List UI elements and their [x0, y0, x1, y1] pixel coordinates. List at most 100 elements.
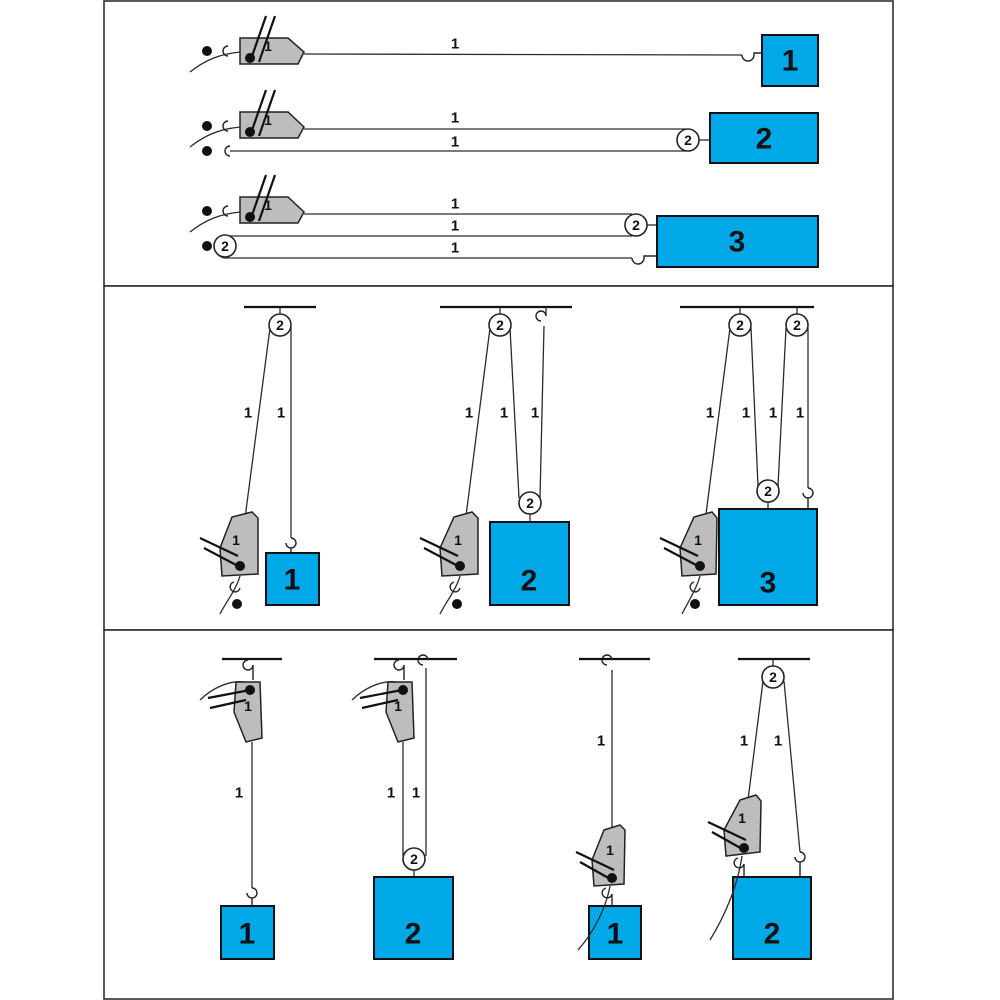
hoist-label: 1	[244, 698, 252, 714]
hoist-lever	[575, 851, 615, 871]
hoist-pivot	[245, 53, 255, 63]
hoist-label: 1	[454, 532, 462, 548]
overhead-config-3: 2 2 2 1 1 1 1 1 3	[659, 305, 818, 615]
hoist-pivot	[398, 685, 408, 695]
strand-label: 1	[742, 405, 750, 422]
hoist-lever	[209, 698, 247, 710]
anchor-icon	[202, 121, 212, 131]
svg-text:2: 2	[632, 217, 640, 233]
tail-rope	[439, 575, 461, 615]
hook-icon	[535, 310, 547, 322]
hoist-lever	[659, 537, 699, 557]
hoist-lever	[663, 547, 699, 567]
hoist-icon	[385, 681, 415, 743]
hoist-label: 1	[264, 112, 272, 128]
pulley-icon: 2	[761, 665, 785, 689]
pulley-icon: 2	[268, 313, 292, 337]
hook-icon	[393, 659, 405, 680]
strand-label: 1	[244, 405, 252, 422]
tail-rope	[219, 575, 241, 615]
pulley-icon: 2	[785, 313, 809, 337]
hoist-lever	[257, 174, 277, 222]
hoist-lever	[711, 831, 745, 851]
hoist-pivot	[235, 561, 245, 571]
strand-label: 1	[796, 405, 804, 422]
pulley-icon: 2	[756, 479, 780, 503]
svg-text:2: 2	[221, 238, 229, 254]
hook-icon	[242, 659, 254, 680]
hoist-label: 1	[606, 842, 614, 858]
suspended-config-2: 1 2 1 1 2	[351, 654, 457, 960]
pulley-icon: 2	[676, 128, 700, 152]
strand-label: 1	[412, 785, 420, 802]
load-block: 3	[718, 508, 818, 606]
strand-label: 1	[465, 405, 473, 422]
hoist-lever	[359, 688, 403, 700]
horizontal-config-3: 1 2 2 1 1 1 3	[189, 174, 819, 268]
rope-strand	[750, 327, 759, 487]
hoist-label: 1	[694, 532, 702, 548]
strand-label: 1	[500, 405, 508, 422]
load-label: 2	[521, 565, 538, 598]
hoist-pivot	[739, 843, 749, 853]
rope-strand	[747, 680, 764, 801]
tail-rope	[709, 855, 743, 941]
hook-icon	[222, 120, 229, 132]
strand-label: 1	[774, 733, 782, 750]
hoist-pivot	[455, 561, 465, 571]
svg-text:2: 2	[526, 495, 534, 511]
load-label: 3	[729, 226, 746, 259]
strand-label: 1	[451, 196, 459, 213]
strand-label: 1	[451, 218, 459, 235]
anchor-icon	[202, 46, 212, 56]
hoist-lever	[707, 821, 747, 841]
hoist-lever	[579, 861, 613, 881]
hoist-lever	[203, 547, 239, 567]
tail-rope	[189, 51, 241, 73]
hoist-label: 1	[232, 532, 240, 548]
strand-label: 1	[531, 405, 539, 422]
pulley-icon: 2	[488, 313, 512, 337]
hoist-lever	[361, 698, 399, 710]
hook-icon	[802, 487, 814, 509]
hook-icon	[222, 45, 229, 57]
hoist-lever	[419, 537, 459, 557]
rope-strand	[539, 325, 545, 499]
rope-strand	[783, 680, 801, 853]
rope-strand	[465, 327, 491, 517]
rope-strand	[303, 53, 743, 56]
svg-text:2: 2	[764, 483, 772, 499]
load-label: 2	[405, 918, 422, 951]
tail-rope	[577, 885, 611, 951]
load-block: 1	[220, 905, 275, 960]
svg-text:2: 2	[276, 317, 284, 333]
load-label: 2	[756, 123, 773, 156]
hook-icon	[601, 654, 613, 672]
hook-icon	[222, 205, 229, 217]
anchor-icon	[202, 146, 212, 156]
hoist-pivot	[245, 685, 255, 695]
hoist-lever	[423, 547, 459, 567]
rope-strand	[509, 327, 520, 499]
strand-label: 1	[451, 36, 459, 53]
svg-text:2: 2	[410, 851, 418, 867]
load-block: 3	[656, 215, 819, 268]
overhead-config-2: 2 2 1 1 1 1 2	[419, 305, 572, 615]
strand-label: 1	[597, 733, 605, 750]
load-block: 2	[732, 876, 812, 960]
hook-icon	[631, 255, 656, 265]
load-label: 1	[284, 564, 301, 597]
svg-text:2: 2	[496, 317, 504, 333]
hook-icon	[246, 887, 258, 906]
load-label: 1	[782, 45, 799, 78]
hook-icon	[733, 857, 745, 877]
tail-rope	[189, 126, 241, 148]
load-block: 1	[265, 552, 320, 606]
hook-icon	[285, 537, 297, 552]
hoist-label: 1	[738, 810, 746, 826]
hook-icon	[741, 52, 764, 62]
hook-icon	[229, 581, 241, 593]
strand-label: 1	[387, 785, 395, 802]
pulley-icon: 2	[518, 491, 542, 515]
hook-icon	[224, 145, 231, 157]
